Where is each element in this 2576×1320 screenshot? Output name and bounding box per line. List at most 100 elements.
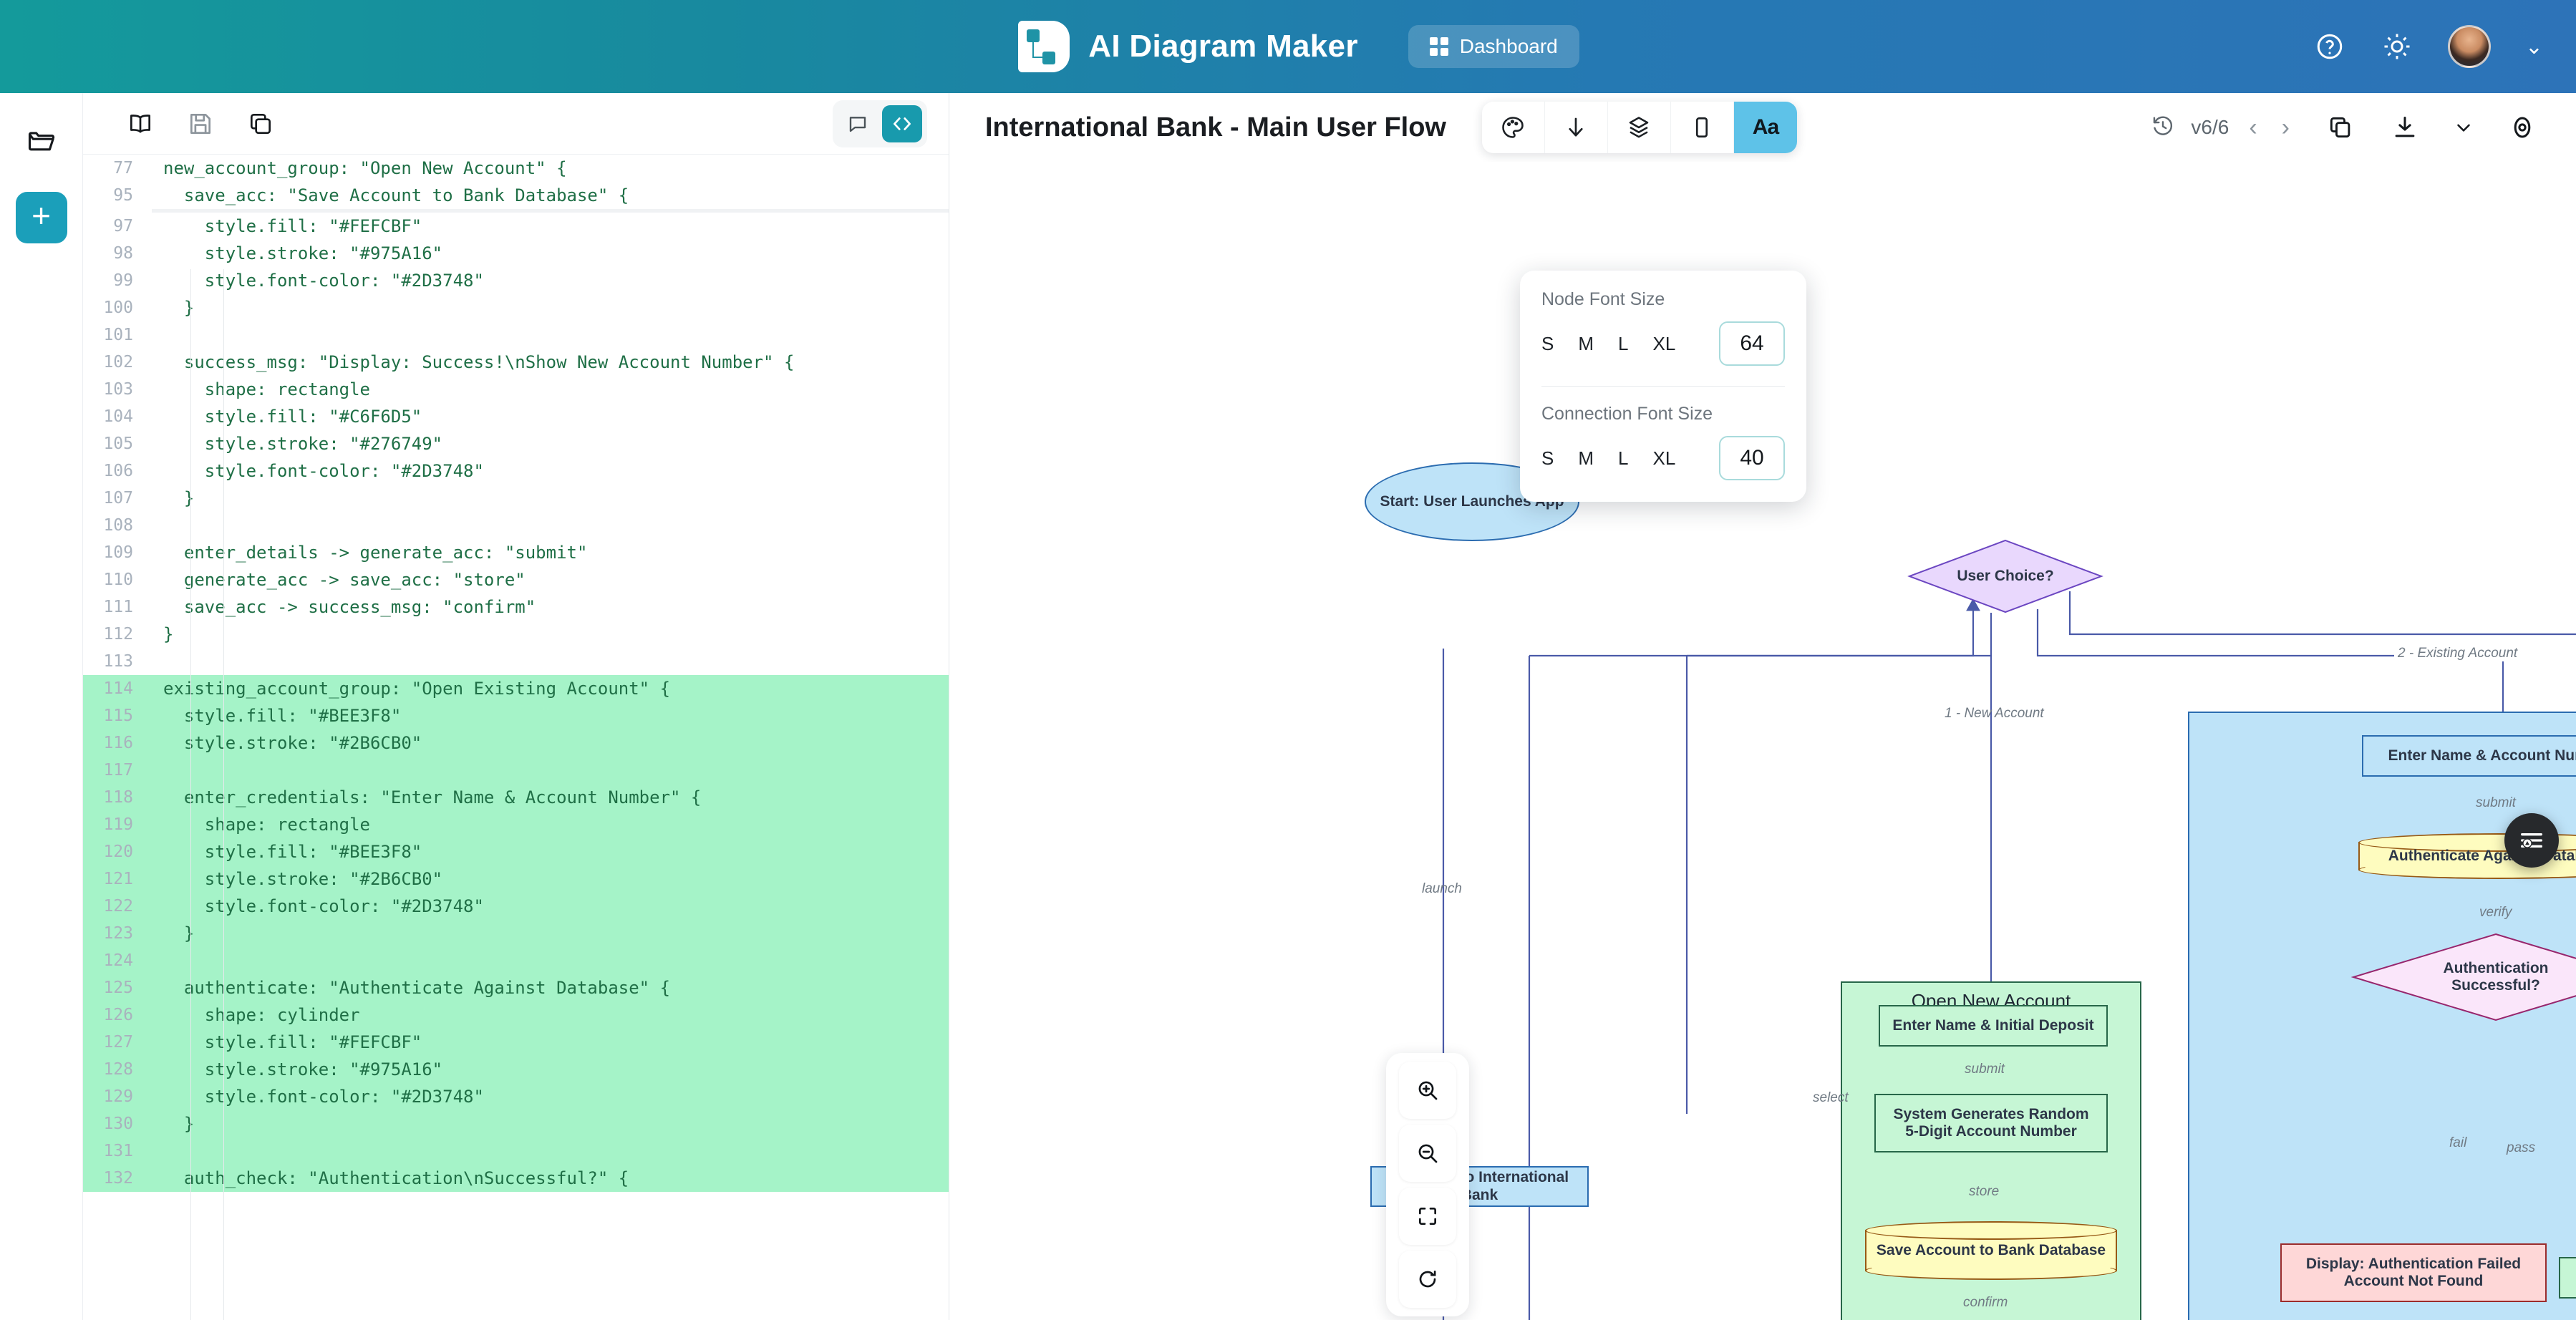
add-diagram-button[interactable]: + (15, 192, 67, 243)
zoom-in-icon[interactable] (1399, 1062, 1456, 1119)
node-auth-check[interactable]: Authentication Successful? (2350, 933, 2576, 1021)
node-enter-details[interactable]: Enter Name & Initial Deposit (1879, 1005, 2108, 1047)
layers-icon[interactable] (1608, 102, 1671, 153)
code-line[interactable]: 105 style.stroke: "#276749" (83, 430, 949, 457)
eye-target-icon[interactable] (2504, 110, 2540, 145)
edge-label-verify-exist: verify (2479, 905, 2512, 920)
code-line[interactable]: 123 } (83, 920, 949, 947)
history-clock-icon[interactable] (2151, 114, 2175, 142)
code-line[interactable]: 99 style.font-color: "#2D3748" (83, 267, 949, 294)
code-line[interactable]: 120 style.fill: "#BEE3F8" (83, 838, 949, 865)
node-label: Display: Authentication Failed Account N… (2305, 1255, 2522, 1289)
conn-font-s[interactable]: S (1541, 447, 1554, 469)
code-line[interactable]: 107 } (83, 485, 949, 512)
node-font-xl[interactable]: XL (1652, 332, 1676, 354)
code-line-text: authenticate: "Authenticate Against Data… (163, 978, 671, 998)
code-line-number: 77 (113, 159, 133, 178)
font-size-icon[interactable]: Aa (1733, 102, 1797, 153)
node-user-choice[interactable]: User Choice? (1907, 539, 2103, 613)
chevron-right-icon[interactable]: › (2281, 113, 2290, 141)
conn-font-l[interactable]: L (1618, 447, 1629, 469)
chevron-left-icon[interactable]: ‹ (2249, 113, 2257, 141)
code-line[interactable]: 109 enter_details -> generate_acc: "subm… (83, 539, 949, 566)
save-disk-icon[interactable] (185, 108, 216, 140)
font-size-popover[interactable]: Node Font Size S M L XL 64 Connection Fo… (1520, 271, 1806, 502)
user-avatar[interactable] (2447, 25, 2491, 68)
code-line[interactable]: 118 enter_credentials: "Enter Name & Acc… (83, 784, 949, 811)
code-line[interactable]: 126 shape: cylinder (83, 1001, 949, 1029)
code-brackets-icon[interactable] (882, 105, 922, 142)
code-line[interactable]: 103 shape: rectangle (83, 376, 949, 403)
chevron-down-icon[interactable]: ⌄ (2524, 34, 2543, 59)
node-save-acc[interactable]: Save Account to Bank Database (1865, 1221, 2117, 1280)
code-line-number: 102 (103, 353, 133, 372)
code-line[interactable]: 108 (83, 512, 949, 539)
code-line[interactable]: 106 style.font-color: "#2D3748" (83, 457, 949, 485)
node-enter-credentials[interactable]: Enter Name & Account Number (2362, 735, 2576, 777)
diagram-canvas[interactable]: Open New Account Start: User Launches Ap… (949, 162, 2576, 1320)
sun-icon[interactable] (2381, 30, 2413, 63)
code-line-number: 100 (103, 299, 133, 317)
fit-to-screen-icon[interactable] (1399, 1188, 1456, 1245)
dashboard-button[interactable]: Dashboard (1408, 25, 1579, 68)
code-line-text: generate_acc -> save_acc: "store" (163, 570, 526, 590)
code-line[interactable]: 128 style.stroke: "#975A16" (83, 1056, 949, 1083)
node-welcome-name[interactable]: Display: Welcome, {name}! (2559, 1257, 2576, 1299)
chat-bubble-icon[interactable] (838, 105, 878, 142)
code-line-number: 109 (103, 543, 133, 562)
node-authenticate[interactable]: Authenticate Against Database (2358, 833, 2576, 879)
code-line[interactable]: 112} (83, 621, 949, 648)
code-line[interactable]: 122 style.font-color: "#2D3748" (83, 893, 949, 920)
folder-open-icon[interactable] (23, 122, 60, 159)
download-icon[interactable] (2387, 110, 2423, 145)
node-font-m[interactable]: M (1578, 332, 1594, 354)
code-line[interactable]: 132 auth_check: "Authentication\nSuccess… (83, 1165, 949, 1192)
node-font-l[interactable]: L (1618, 332, 1629, 354)
help-circle-icon[interactable] (2313, 30, 2346, 63)
node-font-s[interactable]: S (1541, 332, 1554, 354)
code-line[interactable]: 117 (83, 757, 949, 784)
code-line[interactable]: 119 shape: rectangle (83, 811, 949, 838)
code-line[interactable]: 121 style.stroke: "#2B6CB0" (83, 865, 949, 893)
copy-duplicate-icon[interactable] (2323, 110, 2358, 145)
code-line[interactable]: 129 style.font-color: "#2D3748" (83, 1083, 949, 1110)
conn-font-xl[interactable]: XL (1652, 447, 1676, 469)
edge-label-new-account: 1 - New Account (1945, 706, 2044, 721)
shape-icon[interactable] (1671, 102, 1734, 153)
arrow-down-icon[interactable] (1545, 102, 1608, 153)
reset-view-icon[interactable] (1399, 1251, 1456, 1308)
code-line[interactable]: 115 style.fill: "#BEE3F8" (83, 702, 949, 729)
code-line[interactable]: 111 save_acc -> success_msg: "confirm" (83, 593, 949, 621)
code-line[interactable]: 104 style.fill: "#C6F6D5" (83, 403, 949, 430)
code-line[interactable]: 102 success_msg: "Display: Success!\nSho… (83, 349, 949, 376)
code-line[interactable]: 113 (83, 648, 949, 675)
node-generate-acc[interactable]: System Generates Random 5-Digit Account … (1874, 1094, 2108, 1152)
book-open-icon[interactable] (125, 108, 156, 140)
code-line[interactable]: 124 (83, 947, 949, 974)
copy-duplicate-icon[interactable] (245, 108, 276, 140)
conn-font-m[interactable]: M (1578, 447, 1594, 469)
code-line[interactable]: 116 style.stroke: "#2B6CB0" (83, 729, 949, 757)
code-line[interactable]: 98 style.stroke: "#975A16" (83, 240, 949, 267)
code-line[interactable]: 95 save_acc: "Save Account to Bank Datab… (83, 182, 949, 209)
zoom-out-icon[interactable] (1399, 1125, 1456, 1182)
code-line[interactable]: 127 style.fill: "#FEFCBF" (83, 1029, 949, 1056)
layers-settings-icon[interactable] (2504, 813, 2559, 868)
code-line[interactable]: 125 authenticate: "Authenticate Against … (83, 974, 949, 1001)
node-font-size-input[interactable]: 64 (1719, 321, 1785, 366)
code-line[interactable]: 110 generate_acc -> save_acc: "store" (83, 566, 949, 593)
code-line[interactable]: 101 (83, 321, 949, 349)
code-line[interactable]: 100 } (83, 294, 949, 321)
code-line[interactable]: 97 style.fill: "#FEFCBF" (83, 213, 949, 240)
code-line-number: 132 (103, 1169, 133, 1188)
download-chevron-down-icon[interactable] (2451, 110, 2476, 145)
node-auth-failed[interactable]: Display: Authentication Failed Account N… (2280, 1243, 2547, 1302)
code-line[interactable]: 130 } (83, 1110, 949, 1137)
code-line[interactable]: 131 (83, 1137, 949, 1165)
connection-font-size-input[interactable]: 40 (1719, 436, 1785, 480)
palette-icon[interactable] (1482, 102, 1545, 153)
